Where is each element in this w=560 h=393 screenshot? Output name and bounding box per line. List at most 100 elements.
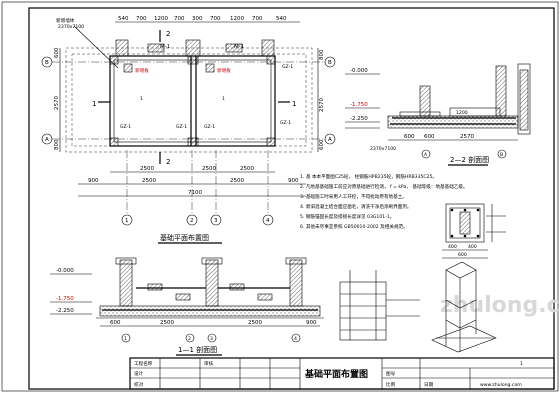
axis-label: B bbox=[500, 152, 503, 158]
notes-block: 1. 基 本本平面图C25砼， 柱钢筋HPB235砼，钢筋HRB335C25。 … bbox=[300, 173, 468, 230]
dim-text: 2570 bbox=[319, 98, 325, 112]
axis-label: B bbox=[45, 60, 49, 66]
watermark-text: zhulong.com bbox=[440, 293, 560, 318]
section-1-1: -0.000 -1.750 -2.250 600 2500 2500 900 1 bbox=[50, 257, 324, 356]
dim-text: 2570 bbox=[460, 134, 474, 140]
title-block-label: 审核 bbox=[204, 360, 214, 367]
title-block-label: 比例 bbox=[386, 381, 396, 388]
plan-top-dims: 540 700 1200 700 300 700 1200 700 540 bbox=[115, 16, 300, 23]
dim-text: 600 bbox=[110, 320, 121, 326]
section-mark: 2 bbox=[166, 158, 170, 166]
axis-bubble-b-right bbox=[324, 56, 336, 68]
note-line: 6. 其他未尽事宜参照 GB50010-2002 及相关规范。 bbox=[300, 223, 408, 230]
column-tag: GZ-1 bbox=[280, 120, 291, 126]
dim-text: 900 bbox=[88, 178, 99, 184]
column-gz bbox=[109, 55, 119, 65]
dim-text: 1200 bbox=[154, 16, 168, 22]
note-line: 4. 新旧混凝土结合面应凿毛，清洗干净后涂刷界面剂。 bbox=[300, 203, 412, 210]
axis-label: 2 bbox=[190, 218, 194, 224]
column-gz bbox=[109, 137, 119, 147]
dim-text: 2500 bbox=[160, 320, 174, 326]
column-gz bbox=[266, 55, 276, 65]
dim-text: 700 bbox=[174, 16, 185, 22]
axis-label: 4 bbox=[266, 218, 270, 224]
section-title: 1—1 剖面图 bbox=[178, 345, 217, 354]
foundation-plan: 540 700 1200 700 300 700 1200 700 540 B … bbox=[41, 16, 336, 244]
leader-note: 2370x7100 bbox=[370, 146, 396, 152]
axis-label: 1 bbox=[125, 218, 129, 224]
dim-text: 540 bbox=[276, 16, 287, 22]
note-line: 5. 钢筋锚固长度及搭接长度详见 03G101-1。 bbox=[300, 213, 394, 220]
axis-label: 2 bbox=[188, 336, 191, 342]
section-mark: M-1 bbox=[160, 44, 170, 50]
axis-label: 3 bbox=[214, 218, 218, 224]
title-block-label: 工程名称 bbox=[134, 360, 153, 367]
note-line: 1. 基 本本平面图C25砼， 柱钢筋HPB235砼，钢筋HRB335C25。 bbox=[300, 173, 437, 180]
svg-text:1200: 1200 bbox=[456, 110, 468, 116]
dim-text: 700 bbox=[136, 16, 147, 22]
dim-text: 540 bbox=[118, 16, 129, 22]
room-note: 新增板 bbox=[135, 67, 149, 74]
title-block-label: 图号 bbox=[386, 371, 396, 377]
dim-text: 2500 bbox=[140, 166, 154, 172]
axis-label: A bbox=[424, 152, 428, 158]
column-tag: GZ-1 bbox=[120, 124, 131, 130]
dim-text: 400 bbox=[468, 244, 477, 250]
axis-label: A bbox=[328, 137, 332, 143]
footer-note: www.zhulong.com bbox=[480, 382, 522, 388]
room-label: 1 bbox=[140, 96, 143, 102]
level-mark: -2.250 bbox=[56, 308, 74, 314]
dim-text: 700 bbox=[210, 16, 221, 22]
title-block-label: 设计 bbox=[134, 370, 144, 377]
section-mark: 1 bbox=[292, 100, 296, 108]
dim-text: 900 bbox=[288, 178, 299, 184]
section-title: 2—2 剖面图 bbox=[450, 155, 489, 164]
section-mark: 2 bbox=[166, 30, 170, 38]
column-tag: GZ-1 bbox=[282, 64, 293, 70]
dim-text: 1200 bbox=[230, 16, 244, 22]
column-gz bbox=[187, 55, 199, 65]
dim-text: 2500 bbox=[248, 320, 262, 326]
level-mark: -1.750 bbox=[56, 296, 74, 302]
axis-bubble-a-right bbox=[324, 133, 336, 145]
column-tag: GZ-1 bbox=[176, 124, 187, 130]
section-mark: 1 bbox=[92, 100, 96, 108]
leader-note: 新增墙体 bbox=[56, 17, 75, 24]
rebar-cage-sketches bbox=[339, 261, 497, 353]
column-detail: 400 400 600 bbox=[442, 203, 506, 259]
dim-text: 600 bbox=[424, 134, 435, 140]
title-block: 工程名称 设计 校对 审核 图号 比例 日期 1 基础平面布置图 www.zhu… bbox=[129, 357, 555, 390]
dim-text: 400 bbox=[448, 244, 457, 250]
dim-text: 900 bbox=[306, 320, 317, 326]
dim-text: 600 bbox=[458, 252, 467, 258]
dim-text: 2500 bbox=[142, 178, 156, 184]
title-block-label: 校对 bbox=[134, 381, 144, 388]
dim-text: 600 bbox=[54, 47, 60, 58]
note-line: 3. 基础施工时采用人工开挖，不得扰动原有地基土。 bbox=[300, 193, 407, 200]
level-mark: -1.750 bbox=[350, 102, 368, 108]
title-block-label: 1 bbox=[520, 361, 523, 367]
axis-label: 1 bbox=[124, 336, 127, 342]
dim-text: 800 bbox=[319, 49, 325, 60]
dim-text: 2500 bbox=[202, 166, 216, 172]
level-mark: -2.250 bbox=[350, 116, 368, 122]
dim-text: 7100 bbox=[188, 190, 202, 196]
dim-text: 600 bbox=[404, 134, 415, 140]
section-2-2: -0.000 -1.750 -2.250 1200 600 600 2570 2… bbox=[345, 63, 531, 166]
column-tag: GZ-1 bbox=[204, 124, 215, 130]
dim-text: 800 bbox=[54, 139, 60, 150]
dim-text: 2500 bbox=[230, 178, 244, 184]
axis-label: B bbox=[328, 60, 332, 66]
room-label: 1 bbox=[222, 96, 225, 102]
level-mark: -0.000 bbox=[56, 268, 74, 274]
axis-label: 3 bbox=[210, 336, 213, 342]
column-gz bbox=[187, 137, 199, 147]
title-block-label: 日期 bbox=[424, 382, 434, 388]
room-note: 新增板 bbox=[217, 67, 231, 74]
dim-text: 2500 bbox=[240, 166, 254, 172]
dim-text: 600 bbox=[319, 139, 325, 150]
dim-text: 700 bbox=[252, 16, 263, 22]
column-gz bbox=[266, 137, 276, 147]
